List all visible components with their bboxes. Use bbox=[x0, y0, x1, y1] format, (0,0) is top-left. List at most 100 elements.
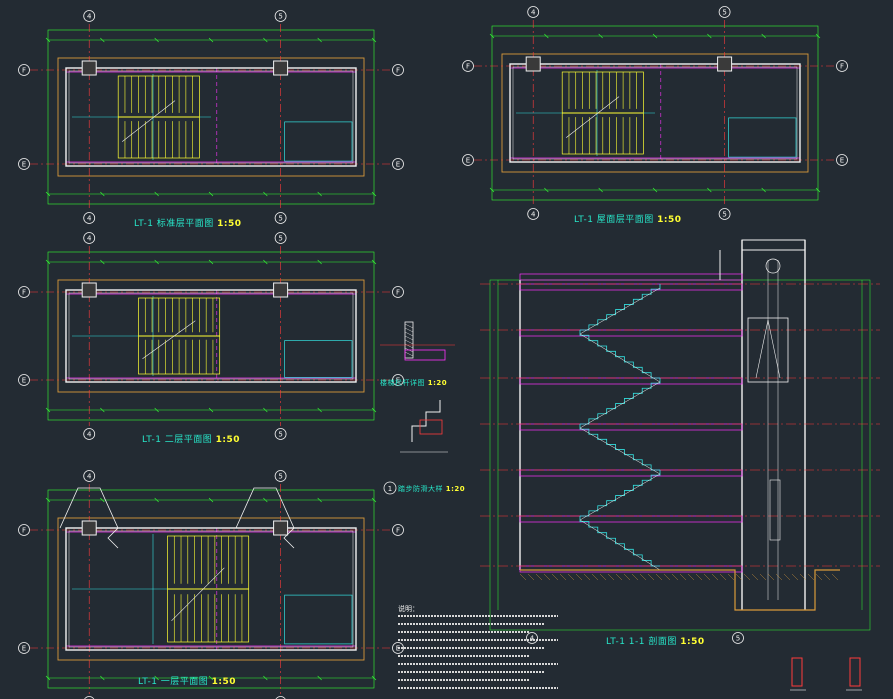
plan-roof-axis-a-top-label: 4 bbox=[531, 9, 536, 17]
plan-second-axis-f-left-bubble bbox=[18, 286, 30, 298]
plan-first-tick bbox=[208, 675, 214, 681]
plan-first-axis-b-bottom-bubble bbox=[275, 696, 286, 699]
axis-bubbles: 4545FEFE4545FEFE4545FEFE4545FEFE45 bbox=[18, 6, 848, 699]
plan-first-lift-shaft bbox=[284, 594, 353, 645]
plan-second-axis-e-left-bubble bbox=[18, 374, 30, 386]
plan-second-tick bbox=[100, 259, 105, 265]
plan-second-axis-f-right-label: F bbox=[396, 289, 400, 297]
plan-roof-walls bbox=[509, 63, 801, 163]
plan-first-axis-f-left-bubble bbox=[18, 524, 30, 536]
plan-second-column-1 bbox=[81, 282, 97, 298]
plan-roof-axis-e-right-label: E bbox=[840, 157, 844, 165]
section-slab-1 bbox=[519, 329, 743, 337]
detail-railing-hatch bbox=[404, 343, 414, 349]
plan-second-tick bbox=[100, 407, 105, 413]
plan-first-tick bbox=[100, 497, 105, 503]
section-flight-soffit-1 bbox=[579, 333, 661, 383]
plan-roof-walls-inner bbox=[512, 66, 798, 160]
plan-roof-axis-a-bottom-bubble bbox=[527, 208, 540, 220]
section-ground-hatch bbox=[631, 573, 639, 581]
plan-second-walls bbox=[65, 289, 357, 383]
section-ground-hatch bbox=[615, 573, 623, 581]
notes-heading: 说明： bbox=[398, 605, 419, 613]
section-ground-hatch bbox=[679, 573, 687, 581]
plan-standard-tick bbox=[263, 191, 268, 197]
plan-first-column-1 bbox=[81, 520, 97, 536]
plan-roof-tick bbox=[489, 187, 495, 193]
plan-roof-column-1 bbox=[525, 56, 541, 72]
title-first-floor: LT-1 一层平面图 1:50 bbox=[138, 674, 236, 687]
plan-first-axis-f-right-bubble bbox=[392, 524, 404, 536]
plan-second-axis-a-top-label: 4 bbox=[87, 235, 92, 243]
plan-first-axis-a-top-label: 4 bbox=[87, 473, 92, 481]
plan-roof-axis-b-bottom-label: 5 bbox=[722, 211, 726, 219]
plan-standard-column-2 bbox=[273, 60, 289, 76]
plan-standard-tick bbox=[45, 191, 51, 197]
plan-first-axis-b-top-bubble bbox=[274, 470, 287, 482]
plan-standard-axis-f-right-label: F bbox=[396, 67, 400, 75]
section-slab-4 bbox=[519, 469, 743, 477]
plan-roof-tick bbox=[652, 33, 658, 39]
plan-roof-tick bbox=[489, 33, 495, 39]
plan-first bbox=[30, 484, 392, 694]
detail-railing-hatch bbox=[404, 327, 414, 333]
plan-roof-axis-f-right-bubble bbox=[836, 60, 848, 72]
section-ground-hatch bbox=[751, 573, 759, 581]
section-ground-hatch bbox=[567, 573, 575, 581]
section-ground-hatch bbox=[695, 573, 703, 581]
section-ground-hatch bbox=[575, 573, 583, 581]
section-ground-hatch bbox=[559, 573, 567, 581]
plan-standard-axis-e-right-label: E bbox=[396, 161, 400, 169]
plan-roof-tick bbox=[761, 33, 766, 39]
plan-roof-dim-frame bbox=[491, 25, 819, 201]
plan-first-tick bbox=[45, 675, 51, 681]
plan-standard-axis-a-top-label: 4 bbox=[87, 13, 92, 21]
plan-roof-tick bbox=[707, 187, 712, 193]
plan-roof-axis-a-top-bubble bbox=[527, 6, 540, 18]
plan-standard-axis-e-left-bubble bbox=[18, 158, 30, 170]
section-ground-hatch bbox=[647, 573, 655, 581]
plan-first-axis-b-top-label: 5 bbox=[278, 473, 282, 481]
plan-second-axis-f-right-bubble bbox=[392, 286, 404, 298]
plan-roof-tick bbox=[598, 187, 603, 193]
plan-second-tick bbox=[371, 407, 377, 413]
detail-views: 1 bbox=[380, 321, 862, 691]
plan-standard-axis-f-right-bubble bbox=[392, 64, 404, 76]
plan-first-axis-f-left-label: F bbox=[22, 527, 26, 535]
section-flight-soffit-5 bbox=[579, 519, 661, 571]
plan-roof-outline bbox=[501, 53, 809, 173]
plan-second-tick bbox=[317, 259, 322, 265]
plan-second-tick bbox=[208, 407, 214, 413]
detail-callout-bubble bbox=[383, 481, 397, 495]
detail-step-profile bbox=[411, 400, 441, 442]
section-axis-a-bubble bbox=[526, 632, 538, 644]
section-ground-hatch bbox=[831, 573, 839, 581]
title-detail-railing: 楼梯栏杆详图 1:20 bbox=[380, 378, 447, 388]
title-roof-floor: LT-1 屋面层平面图 1:50 bbox=[574, 212, 682, 225]
plan-second-axis-f-left-label: F bbox=[22, 289, 26, 297]
title-standard-floor-name: LT-1 标准层平面图 bbox=[134, 219, 214, 229]
section-ground-hatch bbox=[807, 573, 815, 581]
plan-roof-tick bbox=[815, 187, 821, 193]
plan-standard-tick bbox=[154, 191, 159, 197]
plan-first-dim-frame bbox=[47, 489, 375, 689]
plan-standard-tick bbox=[208, 191, 214, 197]
plan-standard-tick bbox=[317, 191, 322, 197]
detail-railing-hatch bbox=[404, 331, 414, 337]
section-axis-a-label: 4 bbox=[530, 635, 535, 643]
canopy-outline-1 bbox=[235, 487, 295, 549]
detail-railing-hatch bbox=[404, 351, 414, 357]
section-ground-hatch bbox=[767, 573, 775, 581]
plan-roof-axis-e-left-label: E bbox=[466, 157, 470, 165]
section-ground-hatch bbox=[759, 573, 767, 581]
plan-first-walls-inner bbox=[68, 530, 354, 648]
section-ground-hatch bbox=[535, 573, 543, 581]
section-ground-hatch bbox=[791, 573, 799, 581]
plan-standard-axis-a-bottom-bubble bbox=[83, 212, 96, 224]
title-standard-floor-scale: 1:50 bbox=[217, 219, 242, 229]
plan-second-lift-shaft bbox=[284, 340, 353, 378]
plan-standard-axis-a-bottom-label: 4 bbox=[87, 215, 92, 223]
section-slab-5 bbox=[519, 515, 743, 523]
plan-first-tick bbox=[371, 497, 377, 503]
section-slab-2 bbox=[519, 377, 743, 385]
